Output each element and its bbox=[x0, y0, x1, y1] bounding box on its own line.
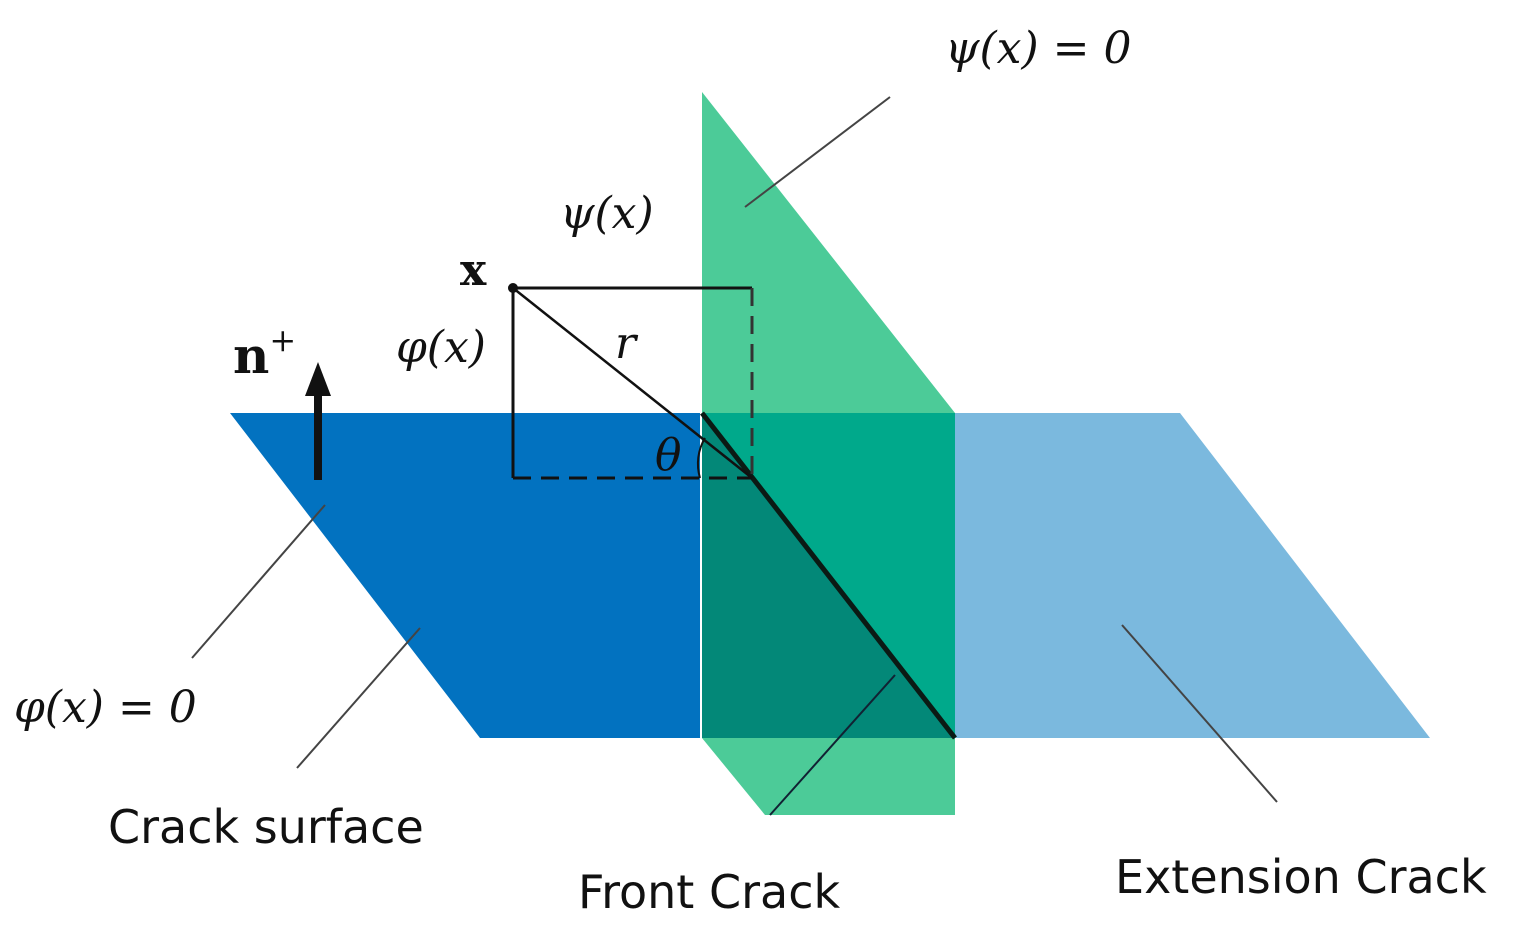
theta-arc bbox=[696, 437, 706, 479]
extension-crack-plane bbox=[955, 413, 1430, 738]
label-phi-x: φ(x) bbox=[396, 322, 486, 373]
label-phi-zero: φ(x) = 0 bbox=[14, 682, 197, 733]
crack-surface-plane bbox=[230, 413, 700, 738]
label-psi-zero: ψ(x) = 0 bbox=[945, 23, 1131, 74]
leader-front-crack bbox=[769, 674, 896, 816]
label-crack-surface: Crack surface bbox=[108, 800, 424, 854]
label-point-x: x bbox=[460, 245, 487, 296]
r-line bbox=[512, 287, 753, 479]
front-plane-upper bbox=[702, 92, 955, 413]
leader-psi-zero bbox=[744, 96, 891, 208]
front-plane-lower bbox=[702, 738, 955, 815]
point-x-dot bbox=[508, 283, 518, 293]
label-psi-x: ψ(x) bbox=[560, 188, 654, 239]
label-extension-crack: Extension Crack bbox=[1115, 850, 1487, 904]
label-normal: n+ bbox=[233, 321, 296, 385]
label-front-crack: Front Crack bbox=[578, 865, 840, 919]
crack-front-line bbox=[700, 411, 957, 740]
label-theta: θ bbox=[655, 430, 682, 481]
leader-phi-zero bbox=[191, 504, 326, 659]
leader-extension-crack bbox=[1121, 624, 1278, 803]
normal-arrow-head bbox=[305, 362, 331, 396]
label-r: r bbox=[615, 318, 639, 369]
leader-crack-surface bbox=[296, 627, 421, 769]
